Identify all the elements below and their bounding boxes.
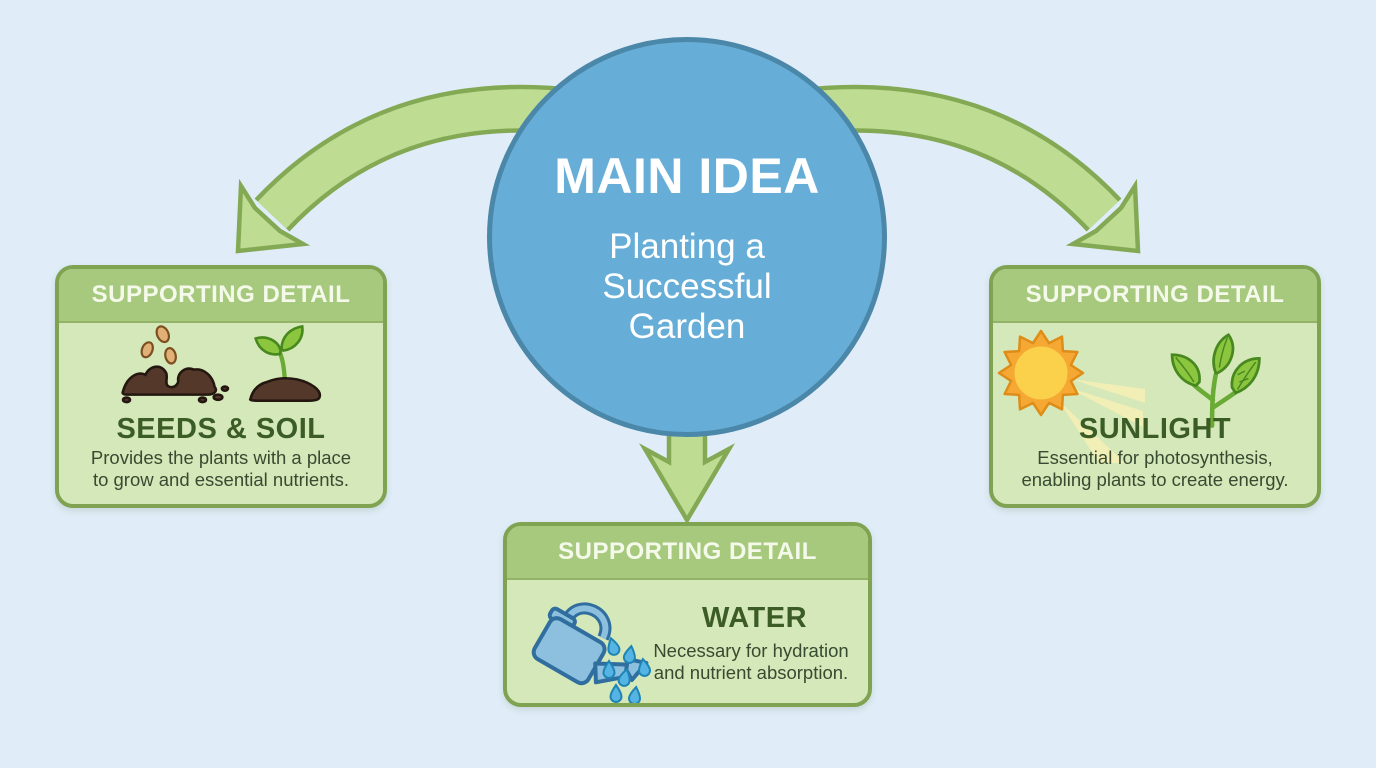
box-title: WATER xyxy=(701,602,808,634)
box-description: Provides the plants with a place to grow… xyxy=(59,447,383,491)
main-idea-subtitle-line: Planting a xyxy=(609,227,765,266)
box-description-line: Provides the plants with a place xyxy=(90,447,352,468)
main-idea-subtitle: Planting a Successful Garden xyxy=(492,227,882,347)
box-title: SUNLIGHT xyxy=(1078,413,1232,445)
box-description: Necessary for hydration and nutrient abs… xyxy=(635,640,867,684)
box-description-line: and nutrient absorption. xyxy=(653,662,849,683)
seeds-soil-icon xyxy=(121,325,230,404)
sun-icon xyxy=(997,329,1145,463)
main-idea-heading: MAIN IDEA xyxy=(554,148,820,204)
box-body: SEEDS & SOIL Provides the plants with a … xyxy=(59,323,383,504)
sprout-icon xyxy=(248,324,322,402)
watering-can-icon xyxy=(531,602,651,703)
main-idea-subtitle-line: Garden xyxy=(628,307,746,346)
water-drops xyxy=(602,636,651,703)
box-description-line: Essential for photosynthesis, xyxy=(1037,447,1273,468)
plant-icon xyxy=(1170,332,1261,428)
curved-arrow-right xyxy=(798,84,1141,254)
main-idea-subtitle-line: Successful xyxy=(602,267,772,306)
box-description: Essential for photosynthesis, enabling p… xyxy=(993,447,1317,491)
box-header-label: SUPPORTING DETAIL xyxy=(1025,281,1285,308)
box-description-line: enabling plants to create energy. xyxy=(1021,469,1289,490)
box-header: SUPPORTING DETAIL xyxy=(59,269,383,323)
supporting-detail-box-water: SUPPORTING DETAIL xyxy=(503,522,872,707)
supporting-detail-box-seeds-soil: SUPPORTING DETAIL SEEDS & SOIL Pr xyxy=(55,265,387,508)
supporting-detail-box-sunlight: SUPPORTING DETAIL xyxy=(989,265,1321,508)
box-header-label: SUPPORTING DETAIL xyxy=(558,538,817,565)
box-description-line: Necessary for hydration xyxy=(653,640,849,661)
main-idea-circle: MAIN IDEA Planting a Successful Garden xyxy=(487,37,887,437)
box-header: SUPPORTING DETAIL xyxy=(507,526,868,580)
box-header-label: SUPPORTING DETAIL xyxy=(91,281,351,308)
box-body: SUNLIGHT Essential for photosynthesis, e… xyxy=(993,323,1317,504)
box-header: SUPPORTING DETAIL xyxy=(993,269,1317,323)
box-description-line: to grow and essential nutrients. xyxy=(92,469,350,490)
box-title: SEEDS & SOIL xyxy=(116,413,326,445)
curved-arrow-left xyxy=(235,84,578,254)
box-body: WATER Necessary for hydration and nutrie… xyxy=(507,580,868,703)
